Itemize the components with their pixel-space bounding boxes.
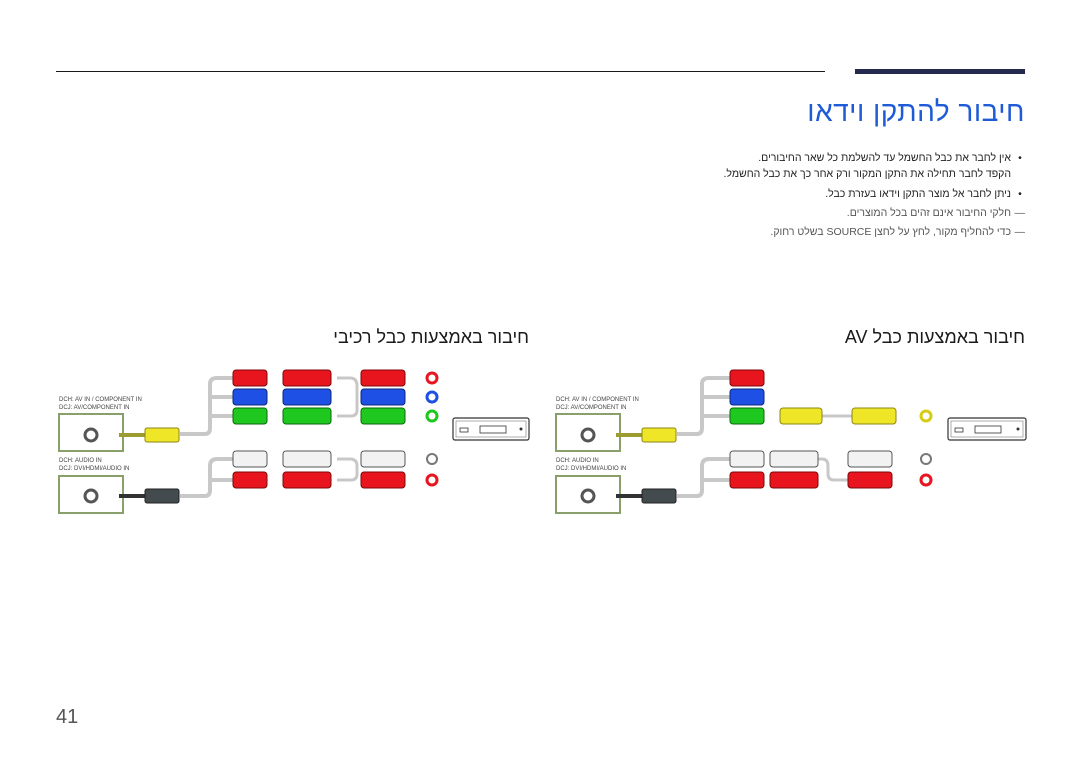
audio-jack — [580, 488, 596, 504]
port-label-video: DCH: AV IN / COMPONENT IN DCJ: AV/COMPON… — [59, 397, 142, 411]
green-plugs-row — [232, 407, 406, 425]
audio-plug-pin — [616, 494, 644, 498]
note-text: כדי להחליף מקור, לחץ על לחצן SOURCE בשלט… — [770, 226, 1011, 238]
note-text: ניתן לחבר אל מוצר התקן וידאו בעזרת כבל. — [825, 188, 1011, 200]
note-text: חלקי החיבור אינם זהים בכל המוצרים. — [846, 207, 1011, 219]
video-jack — [580, 427, 596, 443]
note-text: הקפד לחבר תחילה את התקן המקור ורק אחר כך… — [723, 168, 1011, 180]
page-number: 41 — [56, 706, 79, 728]
red-blue-adapter-plugs — [729, 369, 765, 406]
component-diagram-svg — [58, 369, 530, 514]
video-cable-bundle — [677, 376, 730, 436]
yellow-plug — [144, 427, 180, 443]
device-jacks — [919, 409, 933, 487]
audio-cable-bundle — [677, 457, 730, 498]
white-plugs-row — [729, 450, 893, 468]
note-text: אין לחבר את כבל החשמל עד להשלמת כל שאר ה… — [758, 152, 1011, 164]
dash-mark: ― — [1014, 226, 1026, 238]
video-plug-pin — [119, 433, 147, 437]
red-plugs-row — [232, 369, 406, 387]
white-plugs-row — [232, 450, 406, 468]
audio-plug-pin — [119, 494, 147, 498]
red-audio-plugs-row — [232, 471, 406, 489]
dark-plug — [144, 488, 180, 504]
video-jack — [83, 427, 99, 443]
bullet-mark: • — [1018, 152, 1022, 164]
header-rule — [56, 71, 825, 72]
note-item: • אין לחבר את כבל החשמל עד להשלמת כל שאר… — [505, 150, 1025, 166]
page-title: חיבור להתקן וידאו — [807, 96, 1025, 127]
av-connection-diagram: DCH: AV IN / COMPONENT IN DCJ: AV/COMPON… — [552, 362, 1032, 522]
bullet-mark: • — [1018, 188, 1022, 200]
port-label-audio: DCH: AUDIO IN DCJ: DVI/HDMI/AUDIO IN — [556, 458, 627, 472]
component-connection-diagram: DCH: AV IN / COMPONENT IN DCJ: AV/COMPON… — [55, 362, 535, 522]
red-audio-plugs-row — [729, 471, 893, 489]
video-cable-bundle — [180, 376, 233, 436]
note-item: ― חלקי החיבור אינם זהים בכל המוצרים. — [505, 205, 1025, 221]
section-title-av: חיבור באמצעות כבל AV — [844, 327, 1025, 347]
note-item: • ניתן לחבר אל מוצר התקן וידאו בעזרת כבל… — [505, 186, 1025, 202]
audio-cable-bundle — [180, 457, 233, 498]
green-yellow-video-row — [729, 407, 897, 425]
blue-plugs-row — [232, 388, 406, 406]
video-plug-pin — [616, 433, 644, 437]
device-jacks — [425, 371, 439, 487]
source-device-icon — [452, 417, 530, 441]
note-item: ― כדי להחליף מקור, לחץ על לחצן SOURCE בש… — [505, 224, 1025, 240]
audio-jack — [83, 488, 99, 504]
yellow-plug — [641, 427, 677, 443]
notes-list: • אין לחבר את כבל החשמל עד להשלמת כל שאר… — [505, 150, 1025, 240]
source-device-icon — [947, 417, 1027, 441]
av-diagram-svg — [555, 369, 1027, 514]
port-label-video: DCH: AV IN / COMPONENT IN DCJ: AV/COMPON… — [556, 397, 639, 411]
loop-cable — [337, 457, 359, 482]
loop-cable — [814, 457, 848, 482]
loop-cable — [337, 376, 359, 418]
port-label-audio: DCH: AUDIO IN DCJ: DVI/HDMI/AUDIO IN — [59, 458, 130, 472]
header-accent-bar — [855, 69, 1025, 74]
section-title-component: חיבור באמצעות כבל רכיבי — [333, 327, 529, 347]
dash-mark: ― — [1014, 207, 1026, 219]
video-port-box — [58, 413, 124, 452]
dark-plug — [641, 488, 677, 504]
note-item: הקפד לחבר תחילה את התקן המקור ורק אחר כך… — [505, 166, 1025, 182]
